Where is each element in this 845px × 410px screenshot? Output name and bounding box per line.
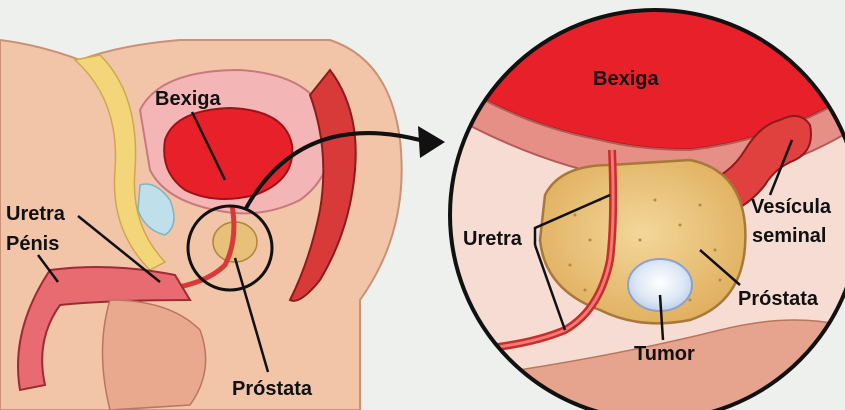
zoom-panel: Bexiga Uretra Vesícula seminal Próstata … bbox=[450, 0, 845, 410]
label-vesicle-zoom-1: Vesícula bbox=[751, 196, 832, 218]
label-bladder-zoom: Bexiga bbox=[593, 68, 659, 90]
label-tumor-zoom: Tumor bbox=[634, 343, 695, 365]
label-bladder: Bexiga bbox=[155, 88, 221, 110]
label-urethra: Uretra bbox=[6, 203, 66, 225]
bladder bbox=[164, 108, 292, 199]
label-vesicle-zoom-2: seminal bbox=[752, 225, 826, 247]
sagittal-section: Bexiga Uretra Pénis Próstata bbox=[0, 40, 445, 410]
label-prostate-zoom: Próstata bbox=[738, 288, 819, 310]
label-prostate: Próstata bbox=[232, 378, 313, 400]
label-urethra-zoom: Uretra bbox=[463, 228, 523, 250]
label-penis: Pénis bbox=[6, 233, 59, 255]
arrow-head bbox=[418, 126, 445, 158]
